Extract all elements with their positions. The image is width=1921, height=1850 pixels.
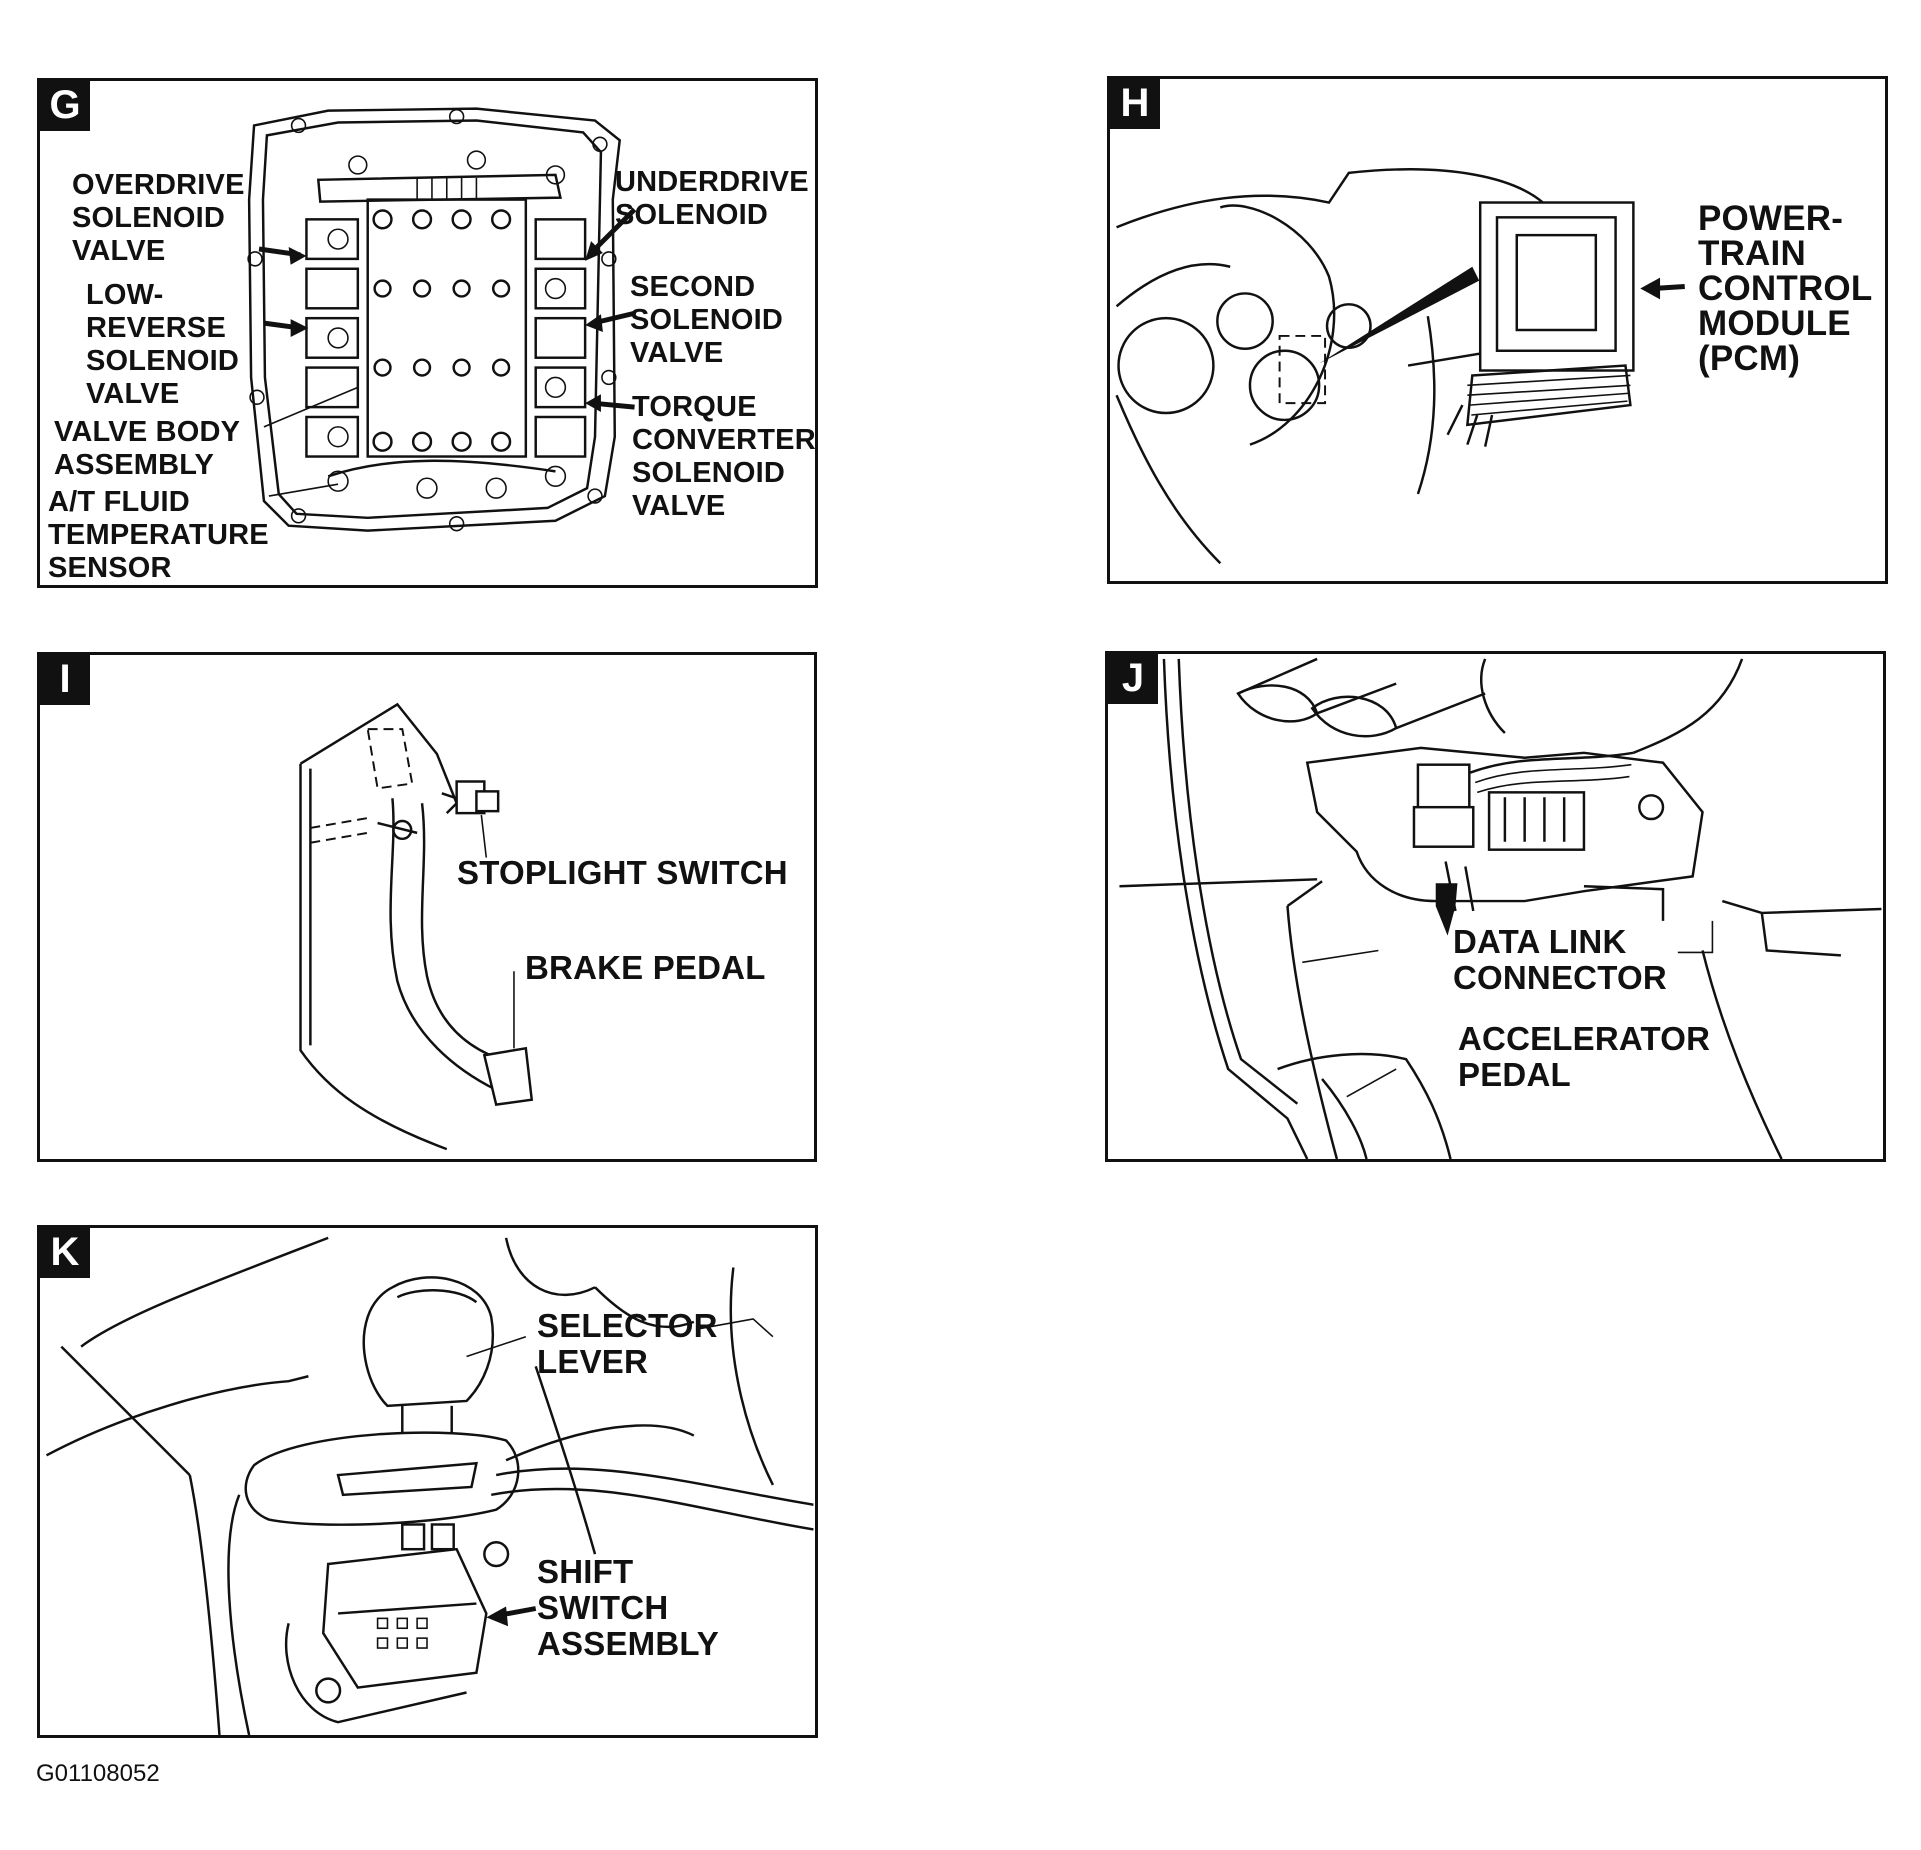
- dashboard-pcm-illustration: [1115, 168, 1685, 565]
- panel-k-letter: K: [40, 1228, 90, 1278]
- valve-body-illustration: [247, 107, 637, 532]
- figure-id: G01108052: [36, 1760, 160, 1787]
- label-stoplight-switch: STOPLIGHT SWITCH: [457, 854, 788, 891]
- label-underdrive-solenoid: UNDERDRIVE SOLENOID: [615, 166, 809, 231]
- label-overdrive-solenoid-valve: OVERDRIVE SOLENOID VALVE: [72, 169, 245, 267]
- label-selector-lever: SELECTOR LEVER: [537, 1307, 718, 1380]
- selector-lever-illustration: [45, 1236, 814, 1735]
- panel-h-letter: H: [1110, 79, 1160, 129]
- label-brake-pedal: BRAKE PEDAL: [525, 949, 766, 986]
- panel-g-letter: G: [40, 81, 90, 131]
- label-accelerator-pedal: ACCELERATOR PEDAL: [1458, 1020, 1711, 1093]
- panel-i-letter: I: [40, 655, 90, 705]
- label-data-link-connector: DATA LINK CONNECTOR: [1453, 923, 1667, 996]
- data-link-connector-illustration: [1119, 657, 1882, 1159]
- label-torque-converter-solenoid-valve: TORQUE CONVERTER SOLENOID VALVE: [632, 391, 816, 522]
- label-second-solenoid-valve: SECOND SOLENOID VALVE: [630, 271, 784, 369]
- panel-h-pcm-location: H POWER- TRAIN CONTROL MODULE (PCM): [1107, 76, 1888, 584]
- label-powertrain-control-module: POWER- TRAIN CONTROL MODULE (PCM): [1698, 199, 1873, 378]
- panel-g-valve-body: G OVERDRIVE SOLENOID VALVE LOW- REVERSE …: [37, 78, 818, 588]
- label-at-fluid-temperature-sensor: A/T FLUID TEMPERATURE SENSOR: [48, 486, 269, 584]
- label-valve-body-assembly: VALVE BODY ASSEMBLY: [54, 416, 241, 481]
- label-shift-switch-assembly: SHIFT SWITCH ASSEMBLY: [537, 1553, 719, 1662]
- brake-pedal-illustration: [299, 702, 534, 1151]
- label-low-reverse-solenoid-valve: LOW- REVERSE SOLENOID VALVE: [86, 279, 240, 410]
- panel-j-data-link-connector: J DATA LINK CONNECTOR ACCELERATOR PEDAL: [1105, 651, 1886, 1162]
- panel-k-shift-switch: K SELECTOR LEVER SHIFT SWITCH ASSEMBLY: [37, 1225, 818, 1738]
- panel-j-letter: J: [1108, 654, 1158, 704]
- panel-i-stoplight-switch: I STOPLIGHT SWITCH BRAKE PEDAL: [37, 652, 817, 1162]
